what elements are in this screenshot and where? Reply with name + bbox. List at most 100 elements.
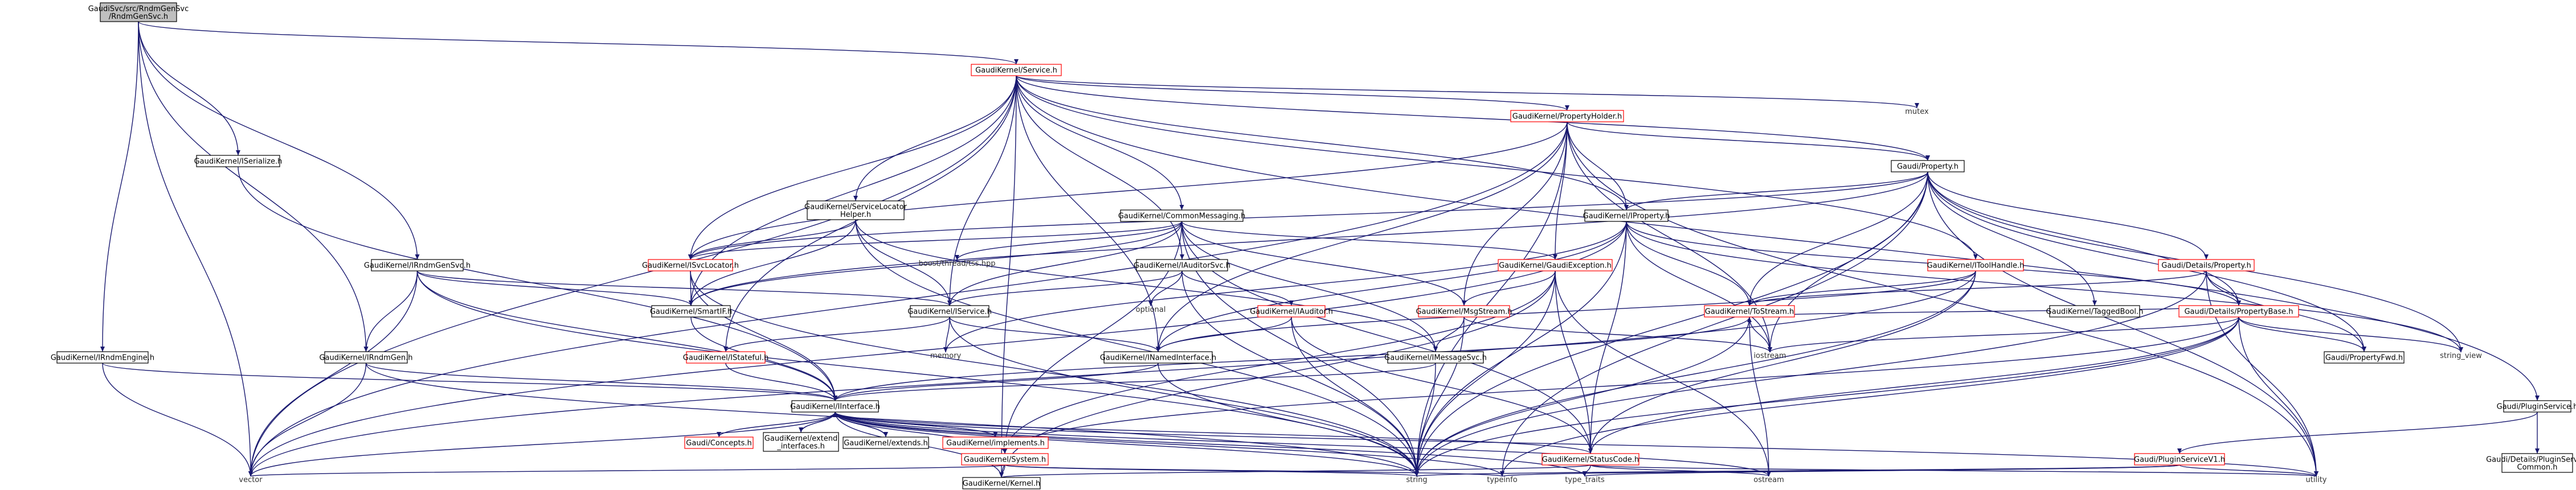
dependency-edge-commonmessaging-to-msgstream [1181,221,1465,306]
dependency-edge-property-to-taggedbool [1927,171,2095,306]
node-commonmessaging[interactable]: GaudiKernel/CommonMessaging.h [1118,209,1245,222]
dependency-edge-iauditorsvc-to-string [1181,270,1417,477]
node-gaudiexception[interactable]: GaudiKernel/GaudiException.h [1498,259,1613,271]
node-irndmgen[interactable]: GaudiKernel/IRndmGen.h [319,351,413,364]
dependency-edge-irndmgensvc-to-irndmgen [365,270,418,352]
node-label: GaudiKernel/Service.h [975,67,1057,75]
edge-arrowhead [2204,254,2209,260]
node-isvclocator[interactable]: GaudiKernel/ISvcLocator.h [642,259,739,271]
node-label: GaudiKernel/extends.h [844,439,928,448]
system-header-memory: memory [930,352,962,360]
node-box [196,155,280,167]
node-propertyholder[interactable]: GaudiKernel/PropertyHolder.h [1510,110,1624,122]
node-service[interactable]: GaudiKernel/Service.h [971,64,1062,76]
node-iserialize[interactable]: GaudiKernel/ISerialize.h [194,155,283,167]
edge-arrowhead [1624,205,1629,210]
edge-arrowhead [2535,396,2540,401]
dependency-edge-iinterface-to-vector [250,411,836,477]
system-header-string: string [1406,476,1427,484]
node-extendinterfaces[interactable]: GaudiKernel/extend_interfaces.h [763,432,839,452]
dependency-edge-irndmgensvc-to-smartif [416,270,692,306]
dependency-edge-irndmgensvc-to-iservice [416,270,950,306]
edge-arrowhead [1148,301,1153,306]
node-imessagesvc[interactable]: GaudiKernel/IMessageSvc.h [1384,351,1487,364]
node-iauditor[interactable]: GaudiKernel/IAuditor.h [1250,305,1333,318]
node-propertybase[interactable]: Gaudi/Details/PropertyBase.h [2178,305,2299,318]
node-smartif[interactable]: GaudiKernel/SmartIF.h [650,305,732,318]
node-irndmengine[interactable]: GaudiKernel/IRndmEngine.h [51,351,154,364]
node-extends[interactable]: GaudiKernel/extends.h [843,437,929,449]
node-pluginservicecommon[interactable]: Gaudi/Details/PluginServiceCommon.h [2486,453,2576,473]
dependency-edge-iauditor-to-inamedinterface [1158,316,1292,352]
dependency-edge-propertybase-to-typeinfo [1502,316,2239,477]
node-label: GaudiKernel/Kernel.h [963,480,1041,488]
node-iauditorsvc[interactable]: GaudiKernel/IAuditorSvc.h [1134,259,1230,271]
dependency-edge-iproperty-to-statuscode [1590,221,1627,454]
node-taggedbool[interactable]: GaudiKernel/TaggedBool.h [2046,305,2144,318]
dependency-edge-system-to-typeinfo [1004,464,1503,477]
node-label: Common.h [2517,463,2558,472]
dependency-edge-propertyholder-to-vector [250,121,1568,477]
node-tostream[interactable]: GaudiKernel/ToStream.h [1704,305,1795,318]
node-inamedinterface[interactable]: GaudiKernel/INamedInterface.h [1100,351,1216,364]
dependency-edge-iservice-to-inamedinterface [949,316,1159,352]
dependency-edge-service-to-mutex [1016,75,1917,109]
node-root[interactable]: GaudiSvc/src/RndmGenSvc/RndmGenSvc.h [88,2,189,22]
node-label: GaudiKernel/TaggedBool.h [2046,308,2144,316]
node-irndmgensvc[interactable]: GaudiKernel/IRndmGenSvc.h [364,259,471,271]
node-system[interactable]: GaudiKernel/System.h [961,453,1049,466]
node-iinterface[interactable]: GaudiKernel/IInterface.h [790,400,880,413]
node-label: _interfaces.h [776,442,825,451]
node-box [1498,259,1613,271]
dependency-edge-propertyholder-to-iostream [1567,121,1771,353]
edge-arrowhead [853,196,858,201]
edge-arrowhead [1553,254,1557,260]
dependency-edge-commonmessaging-to-boostthread [956,221,1183,261]
node-box [2178,305,2299,318]
dependency-edge-gaudiexception-to-msgstream [1463,270,1556,306]
node-box [648,259,733,271]
node-label: Gaudi/Details/PluginService [2486,455,2576,464]
node-iservice[interactable]: GaudiKernel/IService.h [907,305,992,318]
dependency-edge-isvclocator-to-iinterface [690,270,836,401]
node-istateful[interactable]: GaudiKernel/IStateful.h [683,351,768,364]
dependency-edge-service-to-iservice [949,75,1017,306]
edge-arrowhead [999,472,1004,477]
dependency-edge-service-to-servicelocator [855,75,1017,201]
edge-arrowhead [1583,471,1587,476]
node-box [1584,209,1669,222]
node-iproperty[interactable]: GaudiKernel/IProperty.h [1583,209,1670,222]
dependency-edge-root-to-irndmengine [102,21,139,352]
node-property[interactable]: Gaudi/Property.h [1891,160,1965,172]
node-propertyfwd[interactable]: Gaudi/PropertyFwd.h [2324,351,2405,364]
node-box [962,477,1041,489]
edge-arrowhead [833,412,837,417]
node-implements[interactable]: GaudiKernel/implements.h [942,437,1049,449]
dependency-edge-statuscode-to-utility [1590,464,2317,477]
node-detailsproperty[interactable]: Gaudi/Details/Property.h [2158,259,2255,271]
node-label: GaudiKernel/IRndmEngine.h [51,354,154,363]
node-kernel[interactable]: GaudiKernel/Kernel.h [962,477,1041,489]
edge-arrowhead [723,347,728,352]
node-label: GaudiKernel/IInterface.h [790,403,880,411]
edge-arrowhead [1180,254,1184,260]
node-itoolhandle[interactable]: GaudiKernel/IToolHandle.h [1927,259,2025,271]
dependency-edge-gaudiexception-to-statuscode [1555,270,1591,454]
dependency-edge-commonmessaging-to-smartif [690,221,1183,306]
node-box [807,200,905,220]
dependency-edge-root-to-service [138,21,1017,65]
node-pluginservice[interactable]: Gaudi/PluginService.h [2497,400,2576,413]
edge-arrowhead [1156,347,1160,352]
node-pluginservicev1[interactable]: Gaudi/PluginServiceV1.h [2134,453,2225,466]
dependency-edge-property-to-detailsproperty [1927,171,2207,260]
dependency-edge-iservice-to-istateful [725,316,950,352]
dependency-edge-service-to-itoolhandle [1016,75,1976,260]
node-box [2049,305,2140,318]
node-label: GaudiKernel/CommonMessaging.h [1118,212,1245,221]
node-msgstream[interactable]: GaudiKernel/MsgStream.h [1416,305,1512,318]
edge-arrowhead [1462,300,1466,306]
node-statuscode[interactable]: GaudiKernel/StatusCode.h [1541,453,1639,466]
node-concepts[interactable]: Gaudi/Concepts.h [684,437,754,449]
node-label: Gaudi/PluginService.h [2497,403,2576,411]
